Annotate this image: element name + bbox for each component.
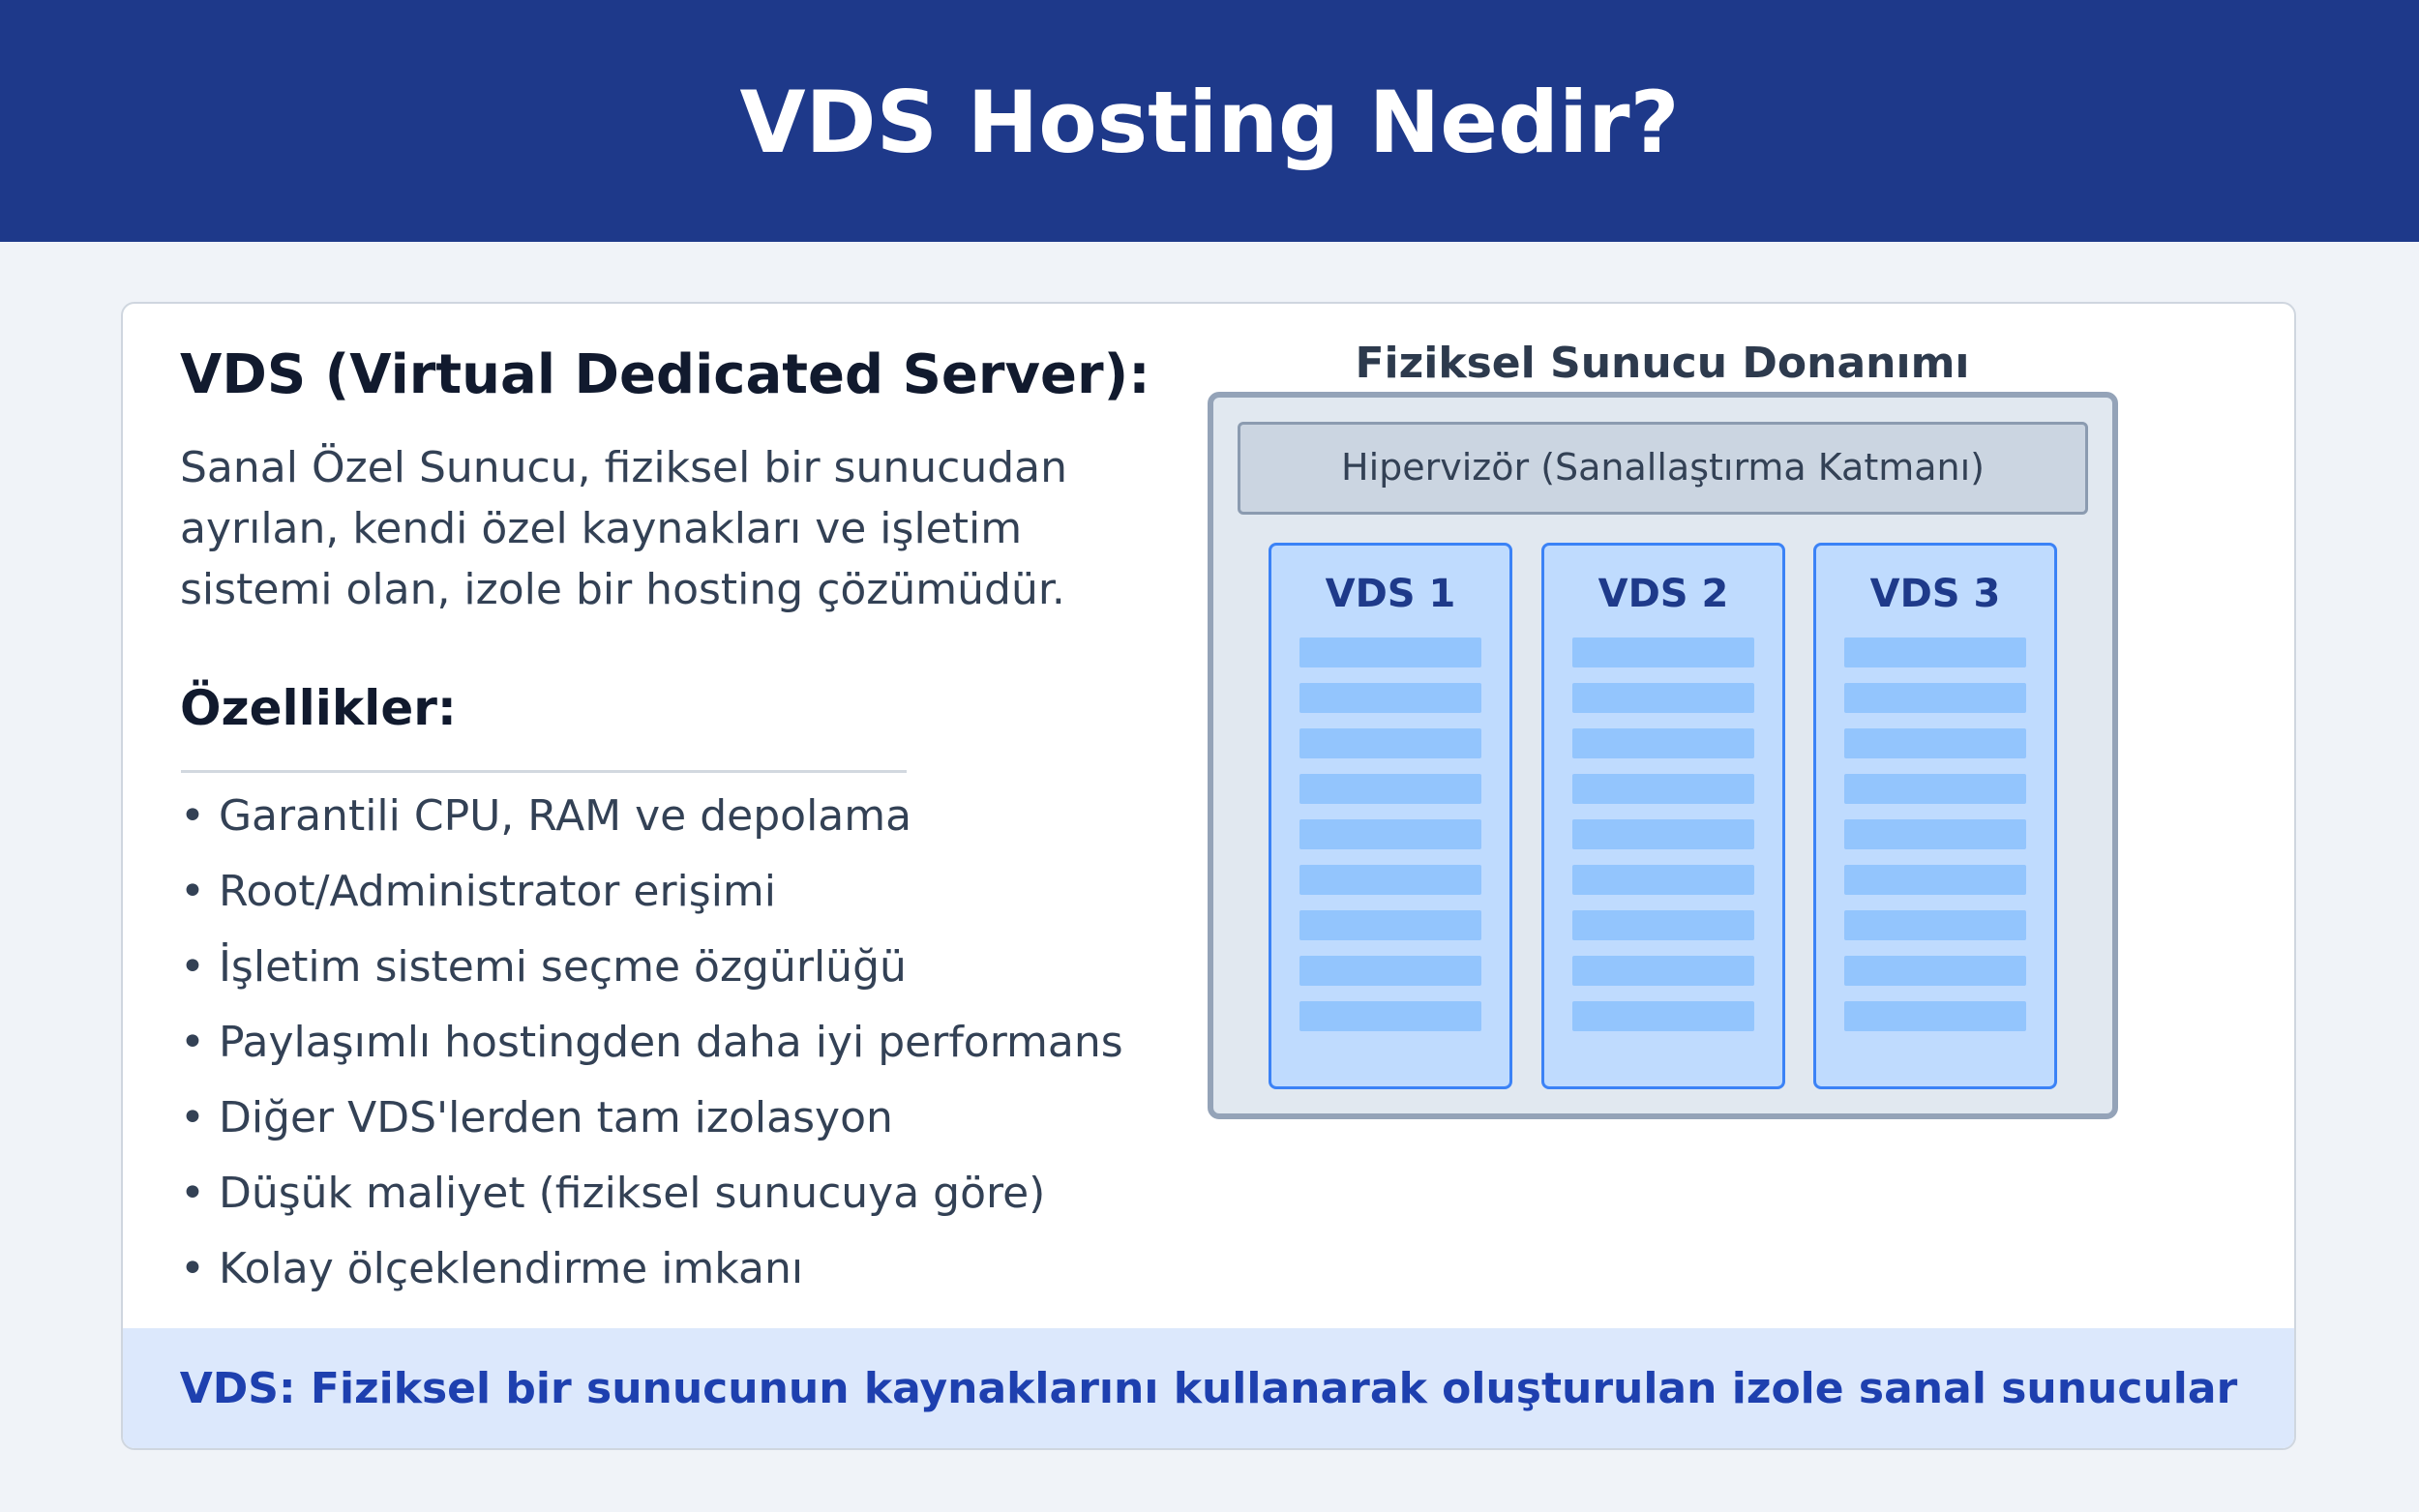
- vds-box-3: VDS 3: [1813, 543, 2057, 1089]
- features-divider: [181, 770, 907, 773]
- resource-bar: [1844, 1001, 2026, 1031]
- resource-bar: [1299, 1001, 1481, 1031]
- resource-bar: [1299, 728, 1481, 758]
- resource-bar: [1844, 819, 2026, 849]
- resource-bar: [1844, 910, 2026, 940]
- feature-item: • İşletim sistemi seçme özgürlüğü: [180, 942, 907, 992]
- vds-label: VDS 1: [1325, 572, 1456, 616]
- resource-bar: [1572, 819, 1754, 849]
- page-title: VDS Hosting Nedir?: [739, 73, 1680, 172]
- vds-definition-heading: VDS (Virtual Dedicated Server):: [180, 343, 1150, 406]
- resource-bar: [1844, 728, 2026, 758]
- resource-bar: [1299, 956, 1481, 986]
- resource-bar: [1299, 637, 1481, 667]
- resource-bar: [1572, 1001, 1754, 1031]
- description-line: Sanal Özel Sunucu, fiziksel bir sunucuda…: [180, 443, 1067, 492]
- vds-box-2: VDS 2: [1541, 543, 1785, 1089]
- feature-item: • Düşük maliyet (fiziksel sunucuya göre): [180, 1169, 1046, 1218]
- resource-bar: [1844, 774, 2026, 804]
- resource-bar: [1572, 865, 1754, 895]
- hypervisor-label: Hipervizör (Sanallaştırma Katmanı): [1341, 446, 1985, 489]
- vds-label: VDS 3: [1869, 572, 2001, 616]
- resource-bar: [1299, 819, 1481, 849]
- feature-item: • Kolay ölçeklendirme imkanı: [180, 1244, 804, 1293]
- page-header: VDS Hosting Nedir?: [0, 0, 2419, 242]
- feature-item: • Paylaşımlı hostingden daha iyi perform…: [180, 1018, 1123, 1067]
- resource-bar: [1572, 637, 1754, 667]
- summary-text: VDS: Fiziksel bir sunucunun kaynaklarını…: [179, 1364, 2238, 1413]
- feature-item: • Garantili CPU, RAM ve depolama: [180, 791, 912, 841]
- feature-item: • Diğer VDS'lerden tam izolasyon: [180, 1093, 893, 1142]
- features-heading: Özellikler:: [180, 680, 457, 736]
- resource-bar: [1299, 774, 1481, 804]
- resource-bar: [1299, 910, 1481, 940]
- vds-label: VDS 2: [1598, 572, 1729, 616]
- hypervisor-layer: Hipervizör (Sanallaştırma Katmanı): [1238, 422, 2088, 515]
- resource-bar: [1844, 683, 2026, 713]
- resource-bar: [1299, 865, 1481, 895]
- resource-bar: [1572, 774, 1754, 804]
- resource-bar: [1572, 910, 1754, 940]
- resource-bar: [1844, 637, 2026, 667]
- resource-bar: [1572, 728, 1754, 758]
- resource-bar: [1572, 683, 1754, 713]
- resource-bar: [1572, 956, 1754, 986]
- description-line: ayrılan, kendi özel kaynakları ve işleti…: [180, 504, 1023, 553]
- summary-banner: VDS: Fiziksel bir sunucunun kaynaklarını…: [123, 1328, 2294, 1448]
- resource-bar: [1844, 865, 2026, 895]
- resource-bar: [1299, 683, 1481, 713]
- resource-bar: [1844, 956, 2026, 986]
- description-line: sistemi olan, izole bir hosting çözümüdü…: [180, 565, 1065, 614]
- feature-item: • Root/Administrator erişimi: [180, 867, 776, 916]
- hardware-title: Fiziksel Sunucu Donanımı: [1355, 339, 1970, 388]
- vds-box-1: VDS 1: [1269, 543, 1512, 1089]
